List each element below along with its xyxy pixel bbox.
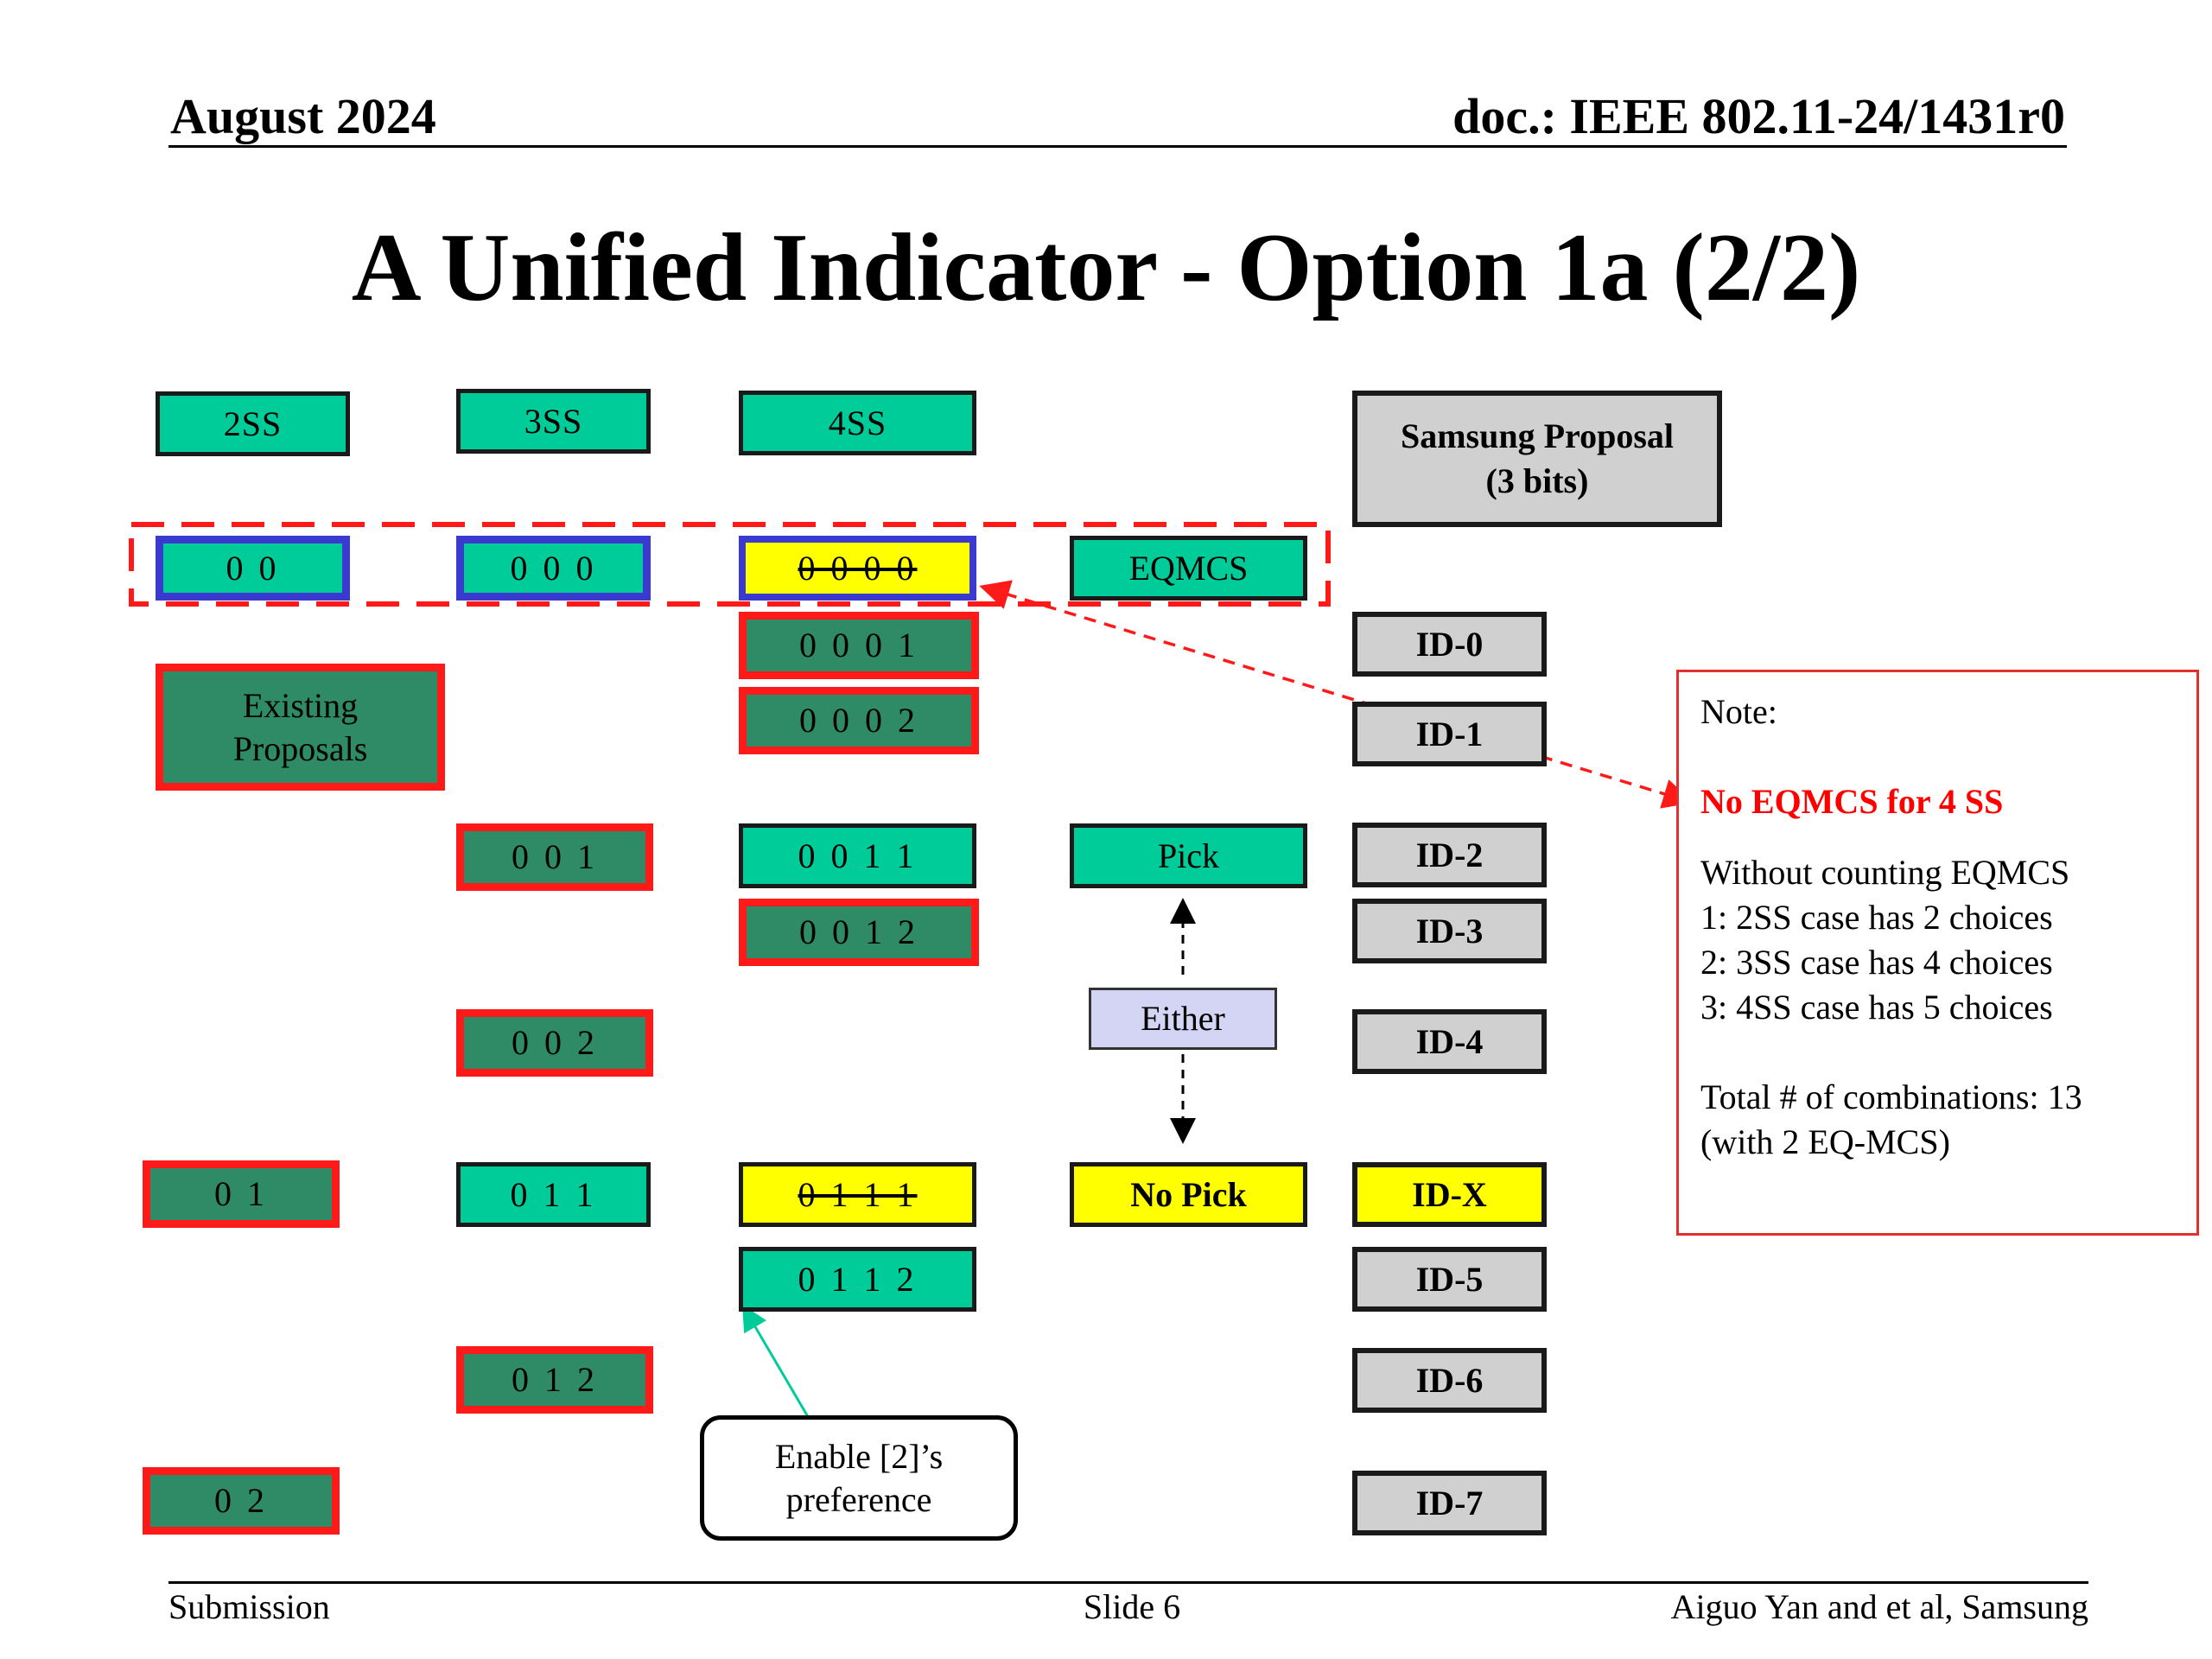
enable-preference-callout: Enable [2]’s preference	[700, 1415, 1018, 1541]
id-5: ID-5	[1352, 1247, 1547, 1312]
note-total-detail: (with 2 EQ-MCS)	[1700, 1122, 1950, 1161]
note-highlight: No EQMCS for 4 SS	[1700, 782, 2004, 821]
samsung-proposal-bits: (3 bits)	[1485, 461, 1589, 500]
code-4ss-0000: 0 0 0 0	[739, 536, 976, 601]
footer-submission: Submission	[168, 1587, 330, 1626]
id-1: ID-1	[1352, 702, 1547, 766]
code-4ss-0001: 0 0 0 1	[739, 612, 979, 679]
note-label: Note:	[1700, 692, 1777, 731]
id-4: ID-4	[1352, 1009, 1547, 1074]
code-3ss-000: 0 0 0	[456, 536, 651, 601]
header-rule	[168, 145, 2067, 148]
column-header-4ss: 4SS	[739, 391, 976, 455]
code-2ss-01: 0 1	[143, 1160, 340, 1228]
header-doc-id: doc.: IEEE 802.11-24/1431r0	[1452, 88, 2065, 144]
footer-rule	[168, 1581, 2088, 1584]
footer-authors: Aiguo Yan and et al, Samsung	[1670, 1587, 2088, 1626]
code-2ss-02: 0 2	[143, 1467, 340, 1535]
id-6: ID-6	[1352, 1348, 1547, 1413]
header-date: August 2024	[170, 88, 436, 144]
existing-label-line2: Proposals	[232, 728, 368, 768]
code-4ss-0012: 0 0 1 2	[739, 899, 979, 966]
code-3ss-001: 0 0 1	[456, 823, 653, 891]
id-0: ID-0	[1352, 612, 1547, 677]
eqmcs-row-dashed-frame	[129, 522, 1331, 607]
note-box: Note: No EQMCS for 4 SS Without counting…	[1676, 670, 2199, 1236]
code-3ss-012: 0 1 2	[456, 1346, 653, 1414]
samsung-proposal-header: Samsung Proposal (3 bits)	[1352, 391, 1722, 527]
id-x: ID-X	[1352, 1162, 1547, 1227]
code-3ss-002: 0 0 2	[456, 1009, 653, 1077]
code-4ss-0002: 0 0 0 2	[739, 687, 979, 754]
code-4ss-0111: 0 1 1 1	[739, 1162, 976, 1227]
existing-proposals-legend: Existing Proposals	[156, 664, 445, 791]
code-3ss-011: 0 1 1	[456, 1162, 651, 1227]
note-line-3: 2: 3SS case has 4 choices	[1700, 943, 2053, 982]
code-2ss-00: 0 0	[156, 536, 350, 601]
id-2: ID-2	[1352, 823, 1547, 887]
either-label: Either	[1089, 988, 1277, 1050]
id-7: ID-7	[1352, 1471, 1547, 1535]
samsung-proposal-title: Samsung Proposal	[1400, 416, 1674, 455]
note-line-2: 1: 2SS case has 2 choices	[1700, 898, 2053, 937]
code-4ss-0112: 0 1 1 2	[739, 1247, 976, 1312]
pick-label: Pick	[1070, 823, 1307, 888]
enable-line2: preference	[785, 1479, 932, 1519]
code-4ss-0011: 0 0 1 1	[739, 823, 976, 888]
note-line-1: Without counting EQMCS	[1700, 853, 2070, 892]
no-eqmcs-arrow	[979, 580, 1694, 809]
column-header-2ss: 2SS	[156, 391, 350, 456]
note-line-4: 3: 4SS case has 5 choices	[1700, 988, 2053, 1027]
eqmcs-label: EQMCS	[1070, 536, 1307, 601]
id-3: ID-3	[1352, 899, 1547, 963]
enable-line1: Enable [2]’s	[774, 1436, 944, 1476]
slide-title: A Unified Indicator - Option 1a (2/2)	[351, 214, 1861, 321]
note-total: Total # of combinations: 13	[1700, 1077, 2082, 1116]
footer-slide-number: Slide 6	[1083, 1587, 1181, 1626]
column-header-3ss: 3SS	[456, 389, 651, 454]
enable-preference-arrow	[741, 1304, 811, 1421]
no-pick-label: No Pick	[1070, 1162, 1307, 1227]
existing-label-line1: Existing	[242, 685, 359, 725]
